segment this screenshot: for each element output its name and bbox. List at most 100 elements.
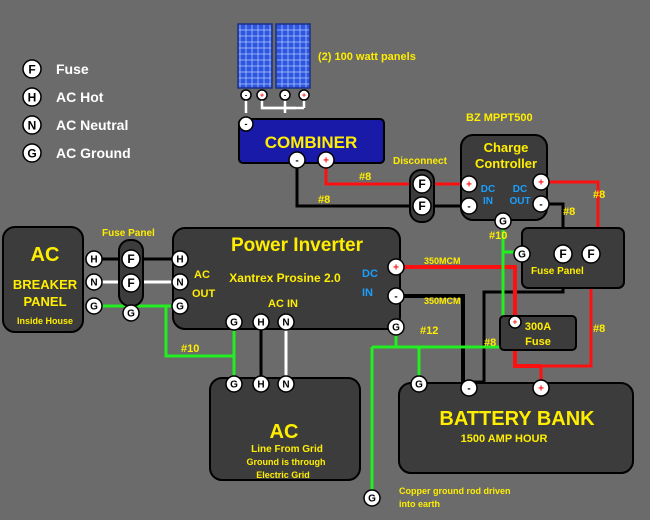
wire-gauge-label: #10	[181, 343, 199, 355]
fuse-terminal-icon: F	[553, 244, 573, 264]
legend-label: AC Hot	[56, 89, 104, 105]
legend-symbol: N	[28, 119, 37, 133]
terminal-symbol: G	[392, 323, 400, 334]
grid-title: AC	[270, 421, 299, 443]
legend-symbol: G	[27, 147, 36, 161]
terminal-symbol: G	[176, 302, 184, 313]
ground-terminal-icon: G	[171, 297, 189, 315]
terminal-symbol: +	[323, 156, 329, 167]
disconnect-label: Disconnect	[393, 156, 448, 167]
terminal-symbol: F	[559, 247, 566, 261]
ground-terminal-icon: G	[494, 212, 512, 230]
terminal-symbol: N	[176, 278, 183, 289]
terminal-symbol: F	[127, 276, 134, 290]
legend-symbol: F	[28, 63, 35, 77]
ground-terminal-icon: G	[513, 245, 531, 263]
terminal-symbol: G	[368, 494, 376, 505]
terminal-symbol: +	[538, 384, 544, 395]
terminal-symbol: G	[499, 217, 507, 228]
legend-symbol: H	[28, 91, 37, 105]
solar-panel-icon	[237, 23, 273, 89]
fuse-terminal-icon: F	[581, 244, 601, 264]
neutral-terminal-icon: N	[85, 273, 103, 291]
terminal-symbol: -	[245, 92, 248, 99]
ground-terminal-icon: G	[387, 318, 405, 336]
ground-terminal-icon: G	[122, 304, 140, 322]
solar-panels: (2) 100 watt panels	[237, 23, 416, 89]
positive-terminal-icon: +	[317, 151, 335, 169]
negative-terminal-icon: -	[532, 195, 550, 213]
wire-labels: #8 #8 #8 #8 #8 #8 #10 #10 #12 350MCM 350…	[181, 171, 605, 355]
neutral-terminal-icon: N	[171, 273, 189, 291]
positive-terminal-icon: +	[532, 173, 550, 191]
hot-terminal-icon: H	[85, 250, 103, 268]
legend-label: AC Ground	[56, 145, 131, 161]
fuse-terminal-icon: F	[121, 249, 141, 269]
terminal-symbol: G	[230, 380, 238, 391]
terminal-symbol: N	[282, 318, 289, 329]
legend-label: AC Neutral	[56, 117, 128, 133]
negative-terminal-icon: -	[238, 116, 254, 132]
terminal-symbol: G	[415, 380, 423, 391]
combiner-title: COMBINER	[265, 133, 358, 152]
terminal-symbol: -	[394, 292, 397, 303]
inverter-dc-label: DC	[362, 268, 378, 280]
terminal-symbol: H	[176, 255, 183, 266]
fuse-terminal-icon: F	[412, 174, 432, 194]
terminal-symbol: +	[513, 318, 518, 327]
ground-terminal-icon: G	[85, 297, 103, 315]
battery-capacity: 1500 AMP HOUR	[461, 433, 548, 445]
positive-terminal-icon: +	[298, 89, 310, 101]
fuse-300a-label: Fuse	[525, 336, 551, 348]
terminal-symbol: -	[539, 200, 542, 211]
breaker-panel-title: AC	[31, 244, 60, 266]
hot-terminal-icon: H	[252, 313, 270, 331]
fuse-icon	[22, 59, 42, 79]
terminal-symbol: +	[393, 263, 399, 274]
terminal-symbol: -	[467, 384, 470, 395]
dc-out-label: DC	[513, 184, 527, 195]
ground-terminal-icon: G	[225, 313, 243, 331]
terminal-symbol: -	[245, 119, 248, 129]
positive-terminal-icon: +	[508, 315, 522, 329]
terminal-symbol: -	[467, 202, 470, 213]
charge-controller-model: BZ MPPT500	[466, 112, 533, 124]
neutral-icon	[22, 115, 42, 135]
wire-size-label: 350MCM	[424, 296, 461, 306]
combiner-box: COMBINER	[238, 118, 385, 164]
ac-in-label: AC IN	[268, 298, 298, 310]
hot-terminal-icon: H	[252, 375, 270, 393]
ground-terminal-icon: G	[225, 375, 243, 393]
fuse-300a-label: 300A	[525, 321, 551, 333]
negative-terminal-icon: -	[387, 287, 405, 305]
charge-controller-title: Charge	[484, 140, 529, 155]
grid-label: Line From Grid	[251, 444, 323, 455]
ac-out-label: OUT	[192, 288, 216, 300]
wire-gauge-label: #8	[593, 189, 605, 201]
positive-terminal-icon: +	[387, 258, 405, 276]
terminal-symbol: -	[284, 92, 287, 99]
terminal-symbol: G	[90, 302, 98, 313]
terminal-symbol: F	[418, 177, 425, 191]
terminal-symbol: H	[257, 318, 264, 329]
wire-gauge-label: #8	[593, 323, 605, 335]
ground-rod-label: into earth	[399, 499, 440, 509]
negative-terminal-icon: -	[460, 379, 478, 397]
terminal-symbol: N	[90, 278, 97, 289]
terminal-symbol: H	[90, 255, 97, 266]
legend: F Fuse H AC Hot N AC Neutral G AC Ground	[22, 59, 131, 163]
negative-terminal-icon: -	[240, 89, 252, 101]
ac-grid-box: AC Line From Grid Ground is through Elec…	[209, 377, 361, 481]
legend-neutral: N AC Neutral	[22, 115, 128, 135]
dc-in-label: IN	[483, 196, 493, 207]
fuse-terminal-icon: F	[412, 196, 432, 216]
ground-rod-label: Copper ground rod driven	[399, 486, 511, 496]
fuse-panel-right: Fuse Panel	[521, 227, 625, 289]
terminal-symbol: +	[260, 92, 264, 99]
fuse-panel-label: Fuse Panel	[102, 228, 155, 239]
terminal-symbol: G	[230, 318, 238, 329]
inverter-title: Power Inverter	[231, 235, 364, 256]
terminal-symbol: F	[127, 252, 134, 266]
